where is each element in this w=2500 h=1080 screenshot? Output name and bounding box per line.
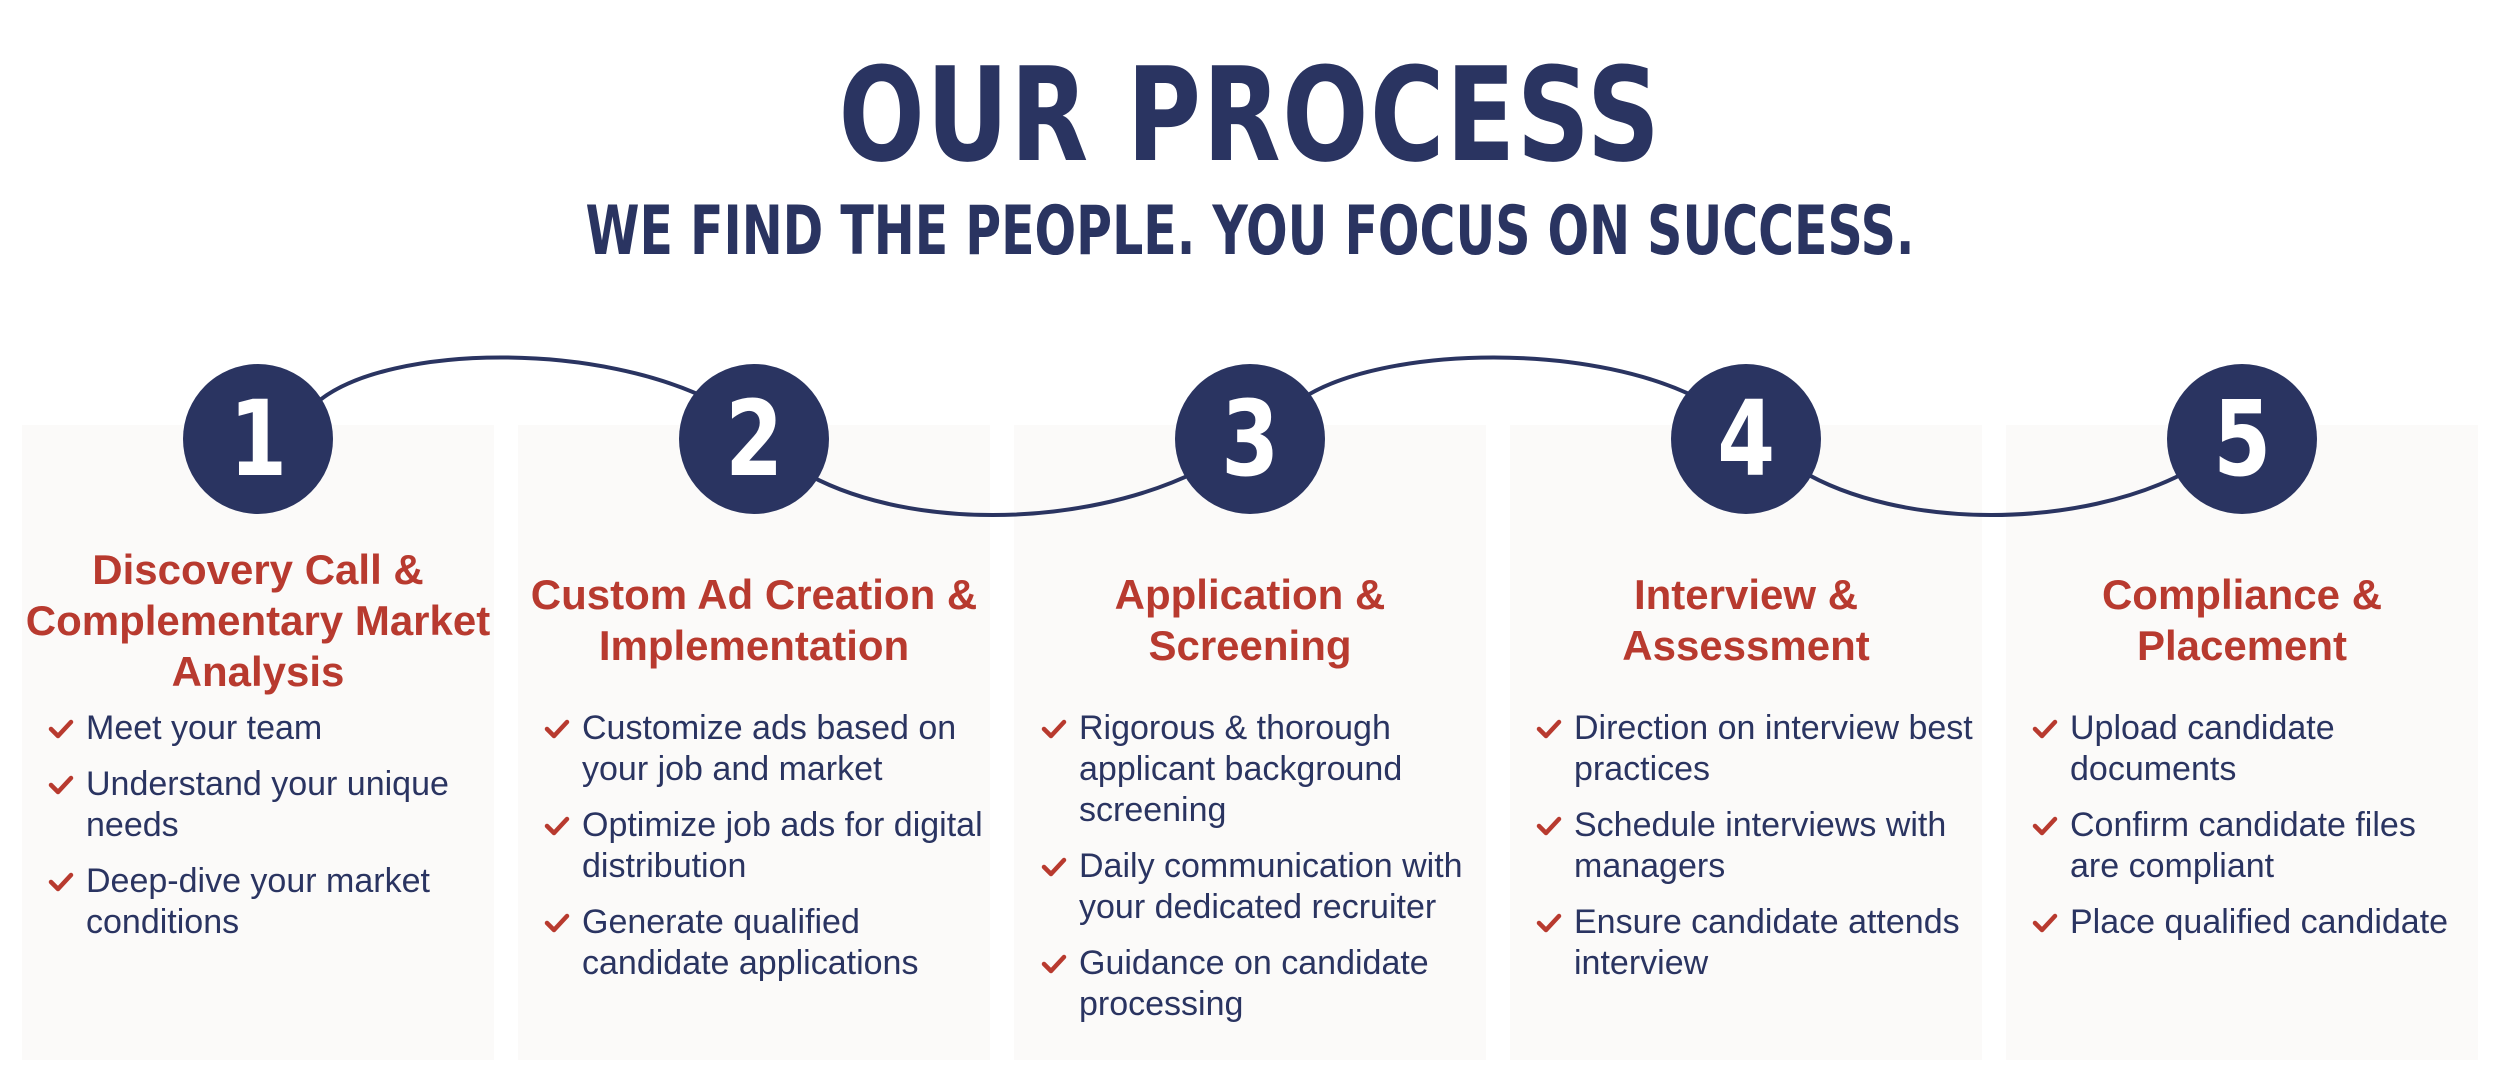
checkmark-icon — [544, 816, 570, 836]
checkmark-icon — [1041, 719, 1067, 739]
step-title-2: Custom Ad Creation & Implementation — [530, 571, 978, 669]
step-number-4: 4 — [1671, 364, 1821, 514]
list-item: Generate qualified candidate application… — [544, 902, 984, 984]
step-card-3 — [1014, 425, 1486, 1060]
step-number-1: 1 — [183, 364, 333, 514]
step-number-5: 5 — [2167, 364, 2317, 514]
list-item: Daily communication with your dedicated … — [1041, 846, 1481, 928]
checkmark-icon — [1536, 913, 1562, 933]
list-item: Guidance on candidate processing — [1041, 943, 1481, 1025]
list-item: Meet your team — [48, 708, 488, 749]
step-title-3: Application & Screening — [1114, 571, 1386, 669]
list-item: Understand your unique needs — [48, 764, 488, 846]
step-bullets-2: Customize ads based on your job and mark… — [544, 708, 984, 999]
step-card-1 — [22, 425, 494, 1060]
step-card-4 — [1510, 425, 1982, 1060]
step-bullets-4: Direction on interview best practices Sc… — [1536, 708, 1976, 999]
checkmark-icon — [544, 719, 570, 739]
step-title-5: Compliance & Placement — [2101, 571, 2383, 669]
header: OUR PROCESS WE FIND THE PEOPLE. YOU FOCU… — [0, 40, 2500, 272]
checkmark-icon — [2032, 913, 2058, 933]
page-subtitle: WE FIND THE PEOPLE. YOU FOCUS ON SUCCESS… — [585, 192, 1915, 271]
page-title: OUR PROCESS — [838, 39, 1662, 191]
checkmark-icon — [48, 872, 74, 892]
step-card-2 — [518, 425, 990, 1060]
step-bullets-5: Upload candidate documents Confirm candi… — [2032, 708, 2472, 958]
checkmark-icon — [48, 775, 74, 795]
list-item: Direction on interview best practices — [1536, 708, 1976, 790]
checkmark-icon — [2032, 816, 2058, 836]
checkmark-icon — [544, 913, 570, 933]
checkmark-icon — [1041, 954, 1067, 974]
checkmark-icon — [1536, 719, 1562, 739]
list-item: Deep-dive your market conditions — [48, 861, 488, 943]
list-item: Customize ads based on your job and mark… — [544, 708, 984, 790]
checkmark-icon — [1536, 816, 1562, 836]
step-title-1: Discovery Call & Complementary Market An… — [25, 545, 491, 695]
step-number-3: 3 — [1175, 364, 1325, 514]
step-bullets-1: Meet your team Understand your unique ne… — [48, 708, 488, 958]
list-item: Place qualified candidate — [2032, 902, 2472, 943]
list-item: Schedule interviews with managers — [1536, 805, 1976, 887]
list-item: Confirm candidate files are compliant — [2032, 805, 2472, 887]
checkmark-icon — [1041, 857, 1067, 877]
list-item: Rigorous & thorough applicant background… — [1041, 708, 1481, 831]
step-bullets-3: Rigorous & thorough applicant background… — [1041, 708, 1481, 1040]
list-item: Ensure candidate attends interview — [1536, 902, 1976, 984]
checkmark-icon — [48, 719, 74, 739]
list-item: Optimize job ads for digital distributio… — [544, 805, 984, 887]
list-item: Upload candidate documents — [2032, 708, 2472, 790]
step-number-2: 2 — [679, 364, 829, 514]
checkmark-icon — [2032, 719, 2058, 739]
step-card-5 — [2006, 425, 2478, 1060]
step-title-4: Interview & Assessment — [1622, 571, 1870, 669]
